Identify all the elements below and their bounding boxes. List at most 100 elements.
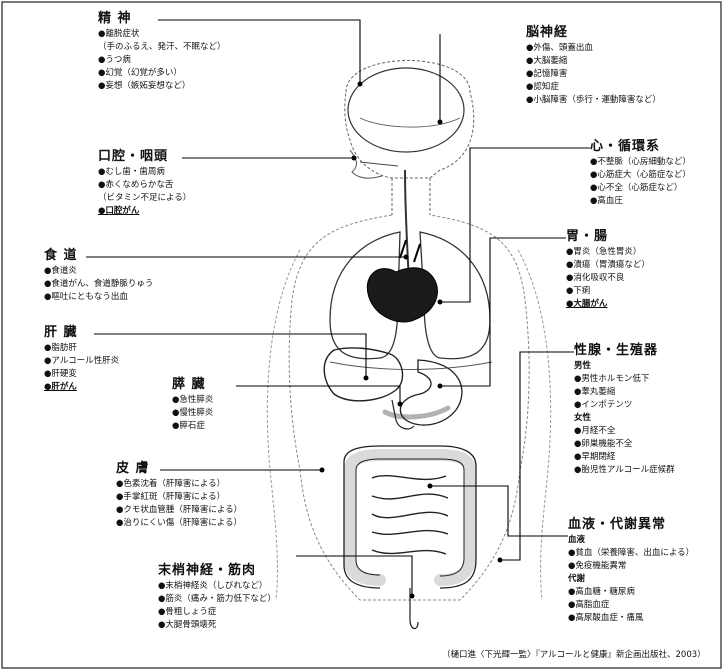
ketsueki-item: ●免疫機能異常 <box>568 560 694 573</box>
group-koukou: 口腔・咽頭 ●むし歯・歯周病 ●赤くなめらかな舌 （ビタミン不足による） ●口腔… <box>98 148 191 218</box>
dot-junkan <box>438 300 443 305</box>
kanzou-item: ●肝硬変 <box>44 368 119 381</box>
dot-suizou <box>398 402 403 407</box>
ketsueki-item: ●高血糖・糖尿病 <box>568 586 694 599</box>
hifu-item: ●色素沈着（肝障害による） <box>116 478 242 491</box>
shokudou-item: ●食道炎 <box>44 265 153 278</box>
hifu-item: ●治りにくい傷（肝障害による） <box>116 517 242 530</box>
kanzou-item: ●脂肪肝 <box>44 342 119 355</box>
group-kanzou-title: 肝 臓 <box>44 324 119 342</box>
colon-shade <box>350 455 470 580</box>
colon-outline-inner <box>356 459 464 576</box>
koukou-item: ●むし歯・歯周病 <box>98 166 191 179</box>
noushinkei-item: ●記憶障害 <box>526 68 661 81</box>
seishin-item: ●うつ病 <box>98 54 226 67</box>
shokudou-item: ●食道がん、食道静脈りゅう <box>44 278 153 291</box>
dot-masshou <box>410 594 415 599</box>
i-chou-item: ●下痢 <box>566 285 650 298</box>
group-seisen-title: 性腺・生殖器 <box>574 342 675 360</box>
seishin-item: ●妄想（嫉妬妄想など） <box>98 80 226 93</box>
seisen-item: 男性 <box>574 360 675 373</box>
koukou-item: ●口腔がん <box>98 205 191 218</box>
ketsueki-item: ●高尿酸血症・痛風 <box>568 612 694 625</box>
noushinkei-item: ●大脳萎縮 <box>526 55 661 68</box>
masshou-item: ●大腿骨頭壊死 <box>158 619 276 632</box>
seisen-item: ●インポテンツ <box>574 399 675 412</box>
i-chou-item: ●潰瘍（胃潰瘍など） <box>566 259 650 272</box>
noushinkei-item: ●認知症 <box>526 81 661 94</box>
group-junkan: 心・循環系 ●不整脈（心房細動など） ●心筋症大（心筋症など） ●心不全（心筋症… <box>590 138 691 208</box>
suizou-item: ●急性膵炎 <box>172 394 213 407</box>
i-chou-item: ●大腸がん <box>566 298 650 311</box>
neck-outline <box>392 178 430 215</box>
group-koukou-title: 口腔・咽頭 <box>98 148 191 166</box>
koukou-item: ●赤くなめらかな舌 <box>98 179 191 192</box>
group-suizou: 膵 臓 ●急性膵炎 ●慢性膵炎 ●膵石症 <box>172 376 213 433</box>
suizou-item: ●膵石症 <box>172 420 213 433</box>
dot-seisen <box>498 558 503 563</box>
group-shokudou-title: 食 道 <box>44 247 153 265</box>
seishin-item: ●離脱症状 <box>98 28 226 41</box>
group-suizou-title: 膵 臓 <box>172 376 213 394</box>
hifu-item: ●クモ状血管腫（肝障害による） <box>116 504 242 517</box>
seisen-item: ●月経不全 <box>574 425 675 438</box>
seisen-item: ●早期閉経 <box>574 451 675 464</box>
group-hifu-title: 皮 膚 <box>116 460 242 478</box>
masshou-item: ●筋炎（痛み・筋力低下など） <box>158 593 276 606</box>
leader-seisen <box>500 352 574 560</box>
noushinkei-item: ●小脳障害（歩行・運動障害など） <box>526 94 661 107</box>
leader-suizou <box>236 386 400 404</box>
suizou-item: ●慢性膵炎 <box>172 407 213 420</box>
group-noushinkei: 脳神経 ●外傷、頭蓋出血 ●大脳萎縮 ●記憶障害 ●認知症 ●小脳障害（歩行・運… <box>526 24 661 107</box>
group-i-chou: 胃・腸 ●胃炎（急性胃炎） ●潰瘍（胃潰瘍など） ●消化吸収不良 ●下痢 ●大腸… <box>566 228 650 311</box>
seishin-item: ●幻覚（幻覚が多い） <box>98 67 226 80</box>
group-ketsueki-title: 血液・代謝異常 <box>568 516 694 534</box>
group-seishin-title: 精 神 <box>98 10 226 28</box>
masshou-item: ●骨粗しょう症 <box>158 606 276 619</box>
hifu-item: ●手掌紅斑（肝障害による） <box>116 491 242 504</box>
kanzou-item: ●アルコール性肝炎 <box>44 355 119 368</box>
seisen-item: ●睾丸萎縮 <box>574 386 675 399</box>
ketsueki-item: 代謝 <box>568 573 694 586</box>
ketsueki-item: 血液 <box>568 534 694 547</box>
kanzou-item: ●肝がん <box>44 381 119 394</box>
group-seishin: 精 神 ●離脱症状 （手のふるえ、発汗、不眠など） ●うつ病 ●幻覚（幻覚が多い… <box>98 10 226 93</box>
dot-ketsueki <box>428 484 433 489</box>
diaphragm-line <box>330 362 492 370</box>
left-arm-outline <box>267 250 300 600</box>
dot-seishin <box>358 82 363 87</box>
seishin-item: （手のふるえ、発汗、不眠など） <box>98 41 226 54</box>
group-seisen: 性腺・生殖器 男性 ●男性ホルモン低下 ●睾丸萎縮 ●インポテンツ 女性 ●月経… <box>574 342 675 477</box>
leader-kanzou <box>94 334 366 378</box>
group-shokudou: 食 道 ●食道炎 ●食道がん、食道静脈りゅう ●嘔吐にともなう出血 <box>44 247 153 304</box>
group-hifu: 皮 膚 ●色素沈着（肝障害による） ●手掌紅斑（肝障害による） ●クモ状血管腫（… <box>116 460 242 530</box>
noushinkei-item: ●外傷、頭蓋出血 <box>526 42 661 55</box>
source-citation: （樋口進〈下光輝一監〉『アルコールと健康』新企画出版社、2003） <box>442 648 706 660</box>
i-chou-item: ●胃炎（急性胃炎） <box>566 246 650 259</box>
group-noushinkei-title: 脳神経 <box>526 24 661 42</box>
masshou-item: ●末梢神経炎（しびれなど） <box>158 580 276 593</box>
leader-i-chou <box>440 238 566 386</box>
group-masshou-title: 末梢神経・筋肉 <box>158 562 276 580</box>
dot-shokudou <box>404 255 409 260</box>
koukou-item: （ビタミン不足による） <box>98 192 191 205</box>
group-masshou: 末梢神経・筋肉 ●末梢神経炎（しびれなど） ●筋炎（痛み・筋力低下など） ●骨粗… <box>158 562 276 632</box>
small-intestine-coils <box>372 476 448 554</box>
heart-shape <box>367 268 437 322</box>
right-arm-outline <box>518 250 551 600</box>
leader-ketsueki <box>430 486 568 536</box>
colon-outline-outer <box>344 446 476 588</box>
brain-fold <box>360 118 460 127</box>
heart-vessels <box>400 240 420 262</box>
junkan-item: ●心筋症大（心筋症など） <box>590 169 691 182</box>
seisen-item: ●胎児性アルコール症候群 <box>574 464 675 477</box>
junkan-item: ●不整脈（心房細動など） <box>590 156 691 169</box>
ketsueki-item: ●貧血（栄養障害、出血による） <box>568 547 694 560</box>
seisen-item: ●男性ホルモン低下 <box>574 373 675 386</box>
dot-koukou <box>352 156 357 161</box>
group-kanzou: 肝 臓 ●脂肪肝 ●アルコール性肝炎 ●肝硬変 ●肝がん <box>44 324 119 394</box>
ketsueki-item: ●高脂血症 <box>568 599 694 612</box>
group-junkan-title: 心・循環系 <box>590 138 691 156</box>
brain-shape <box>348 68 464 152</box>
